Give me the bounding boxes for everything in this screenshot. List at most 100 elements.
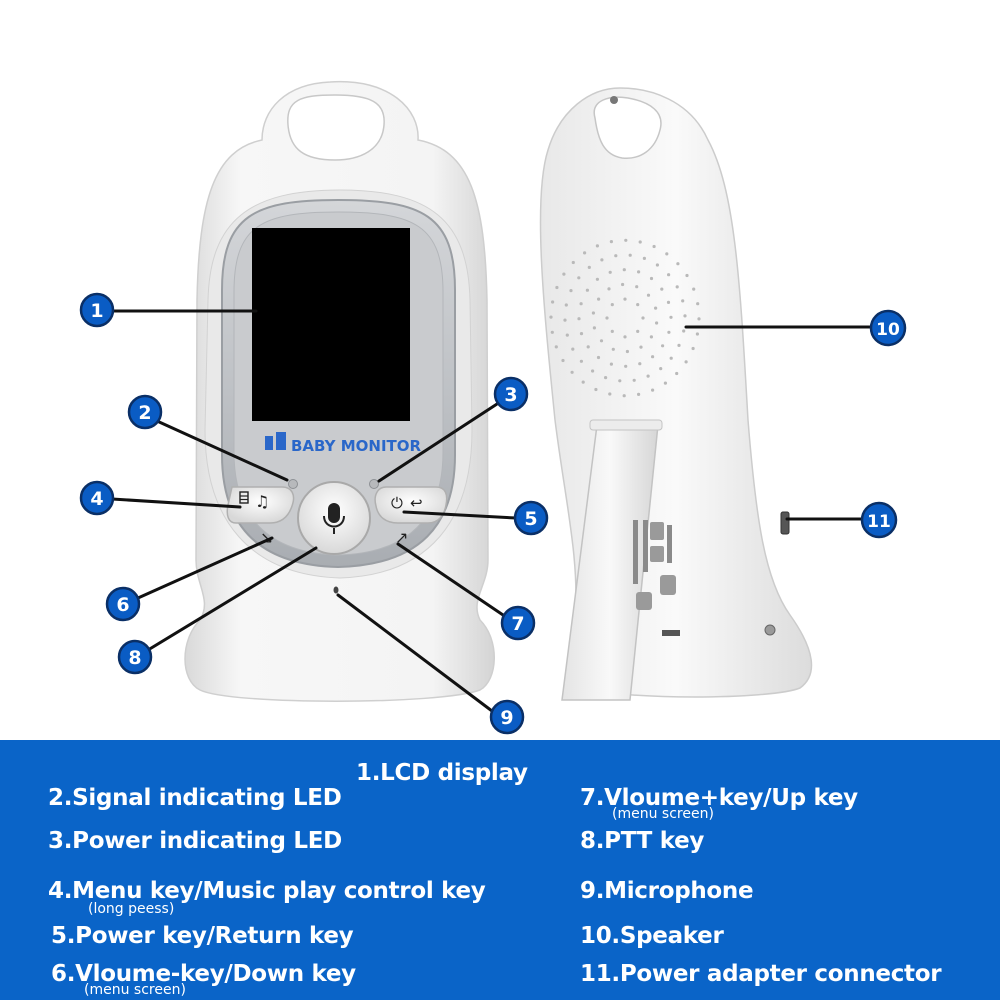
- speaker-hole: [621, 282, 625, 287]
- legend-note-menu-screen-7: (menu screen): [612, 806, 714, 822]
- speaker-hole: [610, 329, 614, 333]
- speaker-hole: [564, 303, 568, 307]
- speaker-hole: [697, 317, 701, 321]
- callout-marker-3: 3: [493, 376, 529, 412]
- front-view: BABY MONITOR ♫ ⏻ ↩ ↘ ↗: [184, 80, 495, 702]
- brand-logo: BABY MONITOR: [265, 432, 422, 455]
- leader-lines: [110, 309, 874, 713]
- hook-screw: [610, 96, 618, 104]
- legend-panel: 1.LCD display 2.Signal indicating LED 3.…: [0, 740, 1000, 1000]
- callout-marker-11-label: 11: [867, 512, 891, 532]
- speaker-hole: [624, 364, 628, 368]
- leader-line-5: [402, 510, 518, 520]
- speaker-hole: [571, 260, 575, 265]
- ce-mark: [660, 575, 676, 595]
- speaker-hole: [667, 273, 671, 277]
- callout-marker-7-badge: [500, 605, 536, 641]
- callout-marker-11-badge: [860, 501, 898, 539]
- callout-marker-1: 1: [79, 292, 115, 328]
- callout-marker-8: 8: [117, 639, 153, 675]
- return-icon: ↩: [410, 494, 423, 512]
- power-icon: ⏻: [391, 494, 403, 512]
- microphone-icon: [323, 503, 345, 534]
- speaker-hole: [661, 344, 665, 348]
- callout-marker-7: 7: [500, 605, 536, 641]
- volume-up-arrow-icon[interactable]: ↗: [395, 528, 408, 547]
- speaker-hole: [632, 378, 636, 382]
- speaker-hole: [622, 268, 626, 272]
- callout-marker-3-label: 3: [504, 384, 517, 406]
- lcd-screen: [252, 228, 410, 421]
- callout-marker-2-label: 2: [138, 402, 151, 424]
- speaker-hole: [623, 297, 627, 301]
- speaker-hole: [585, 288, 590, 292]
- speaker-hole: [642, 256, 647, 260]
- callout-marker-7-label: 7: [511, 613, 524, 635]
- speaker-hole: [607, 287, 611, 291]
- leader-line-3: [377, 402, 499, 483]
- speaker-hole: [684, 360, 688, 364]
- ce-mark-2: [636, 592, 652, 610]
- legend-item-menu-key: 4.Menu key/Music play control key: [48, 878, 486, 904]
- speaker-hole: [683, 314, 687, 318]
- speaker-hole: [591, 369, 595, 373]
- callout-marker-8-label: 8: [128, 647, 141, 669]
- speaker-hole: [667, 330, 671, 334]
- menu-list-icon-frame: [239, 491, 249, 504]
- speaker-hole: [676, 262, 680, 266]
- speaker-hole: [651, 355, 655, 359]
- speaker-grille: [549, 238, 701, 398]
- legend-item-speaker: 10.Speaker: [580, 923, 724, 949]
- speaker-hole: [562, 272, 566, 276]
- signal-led: [288, 479, 298, 489]
- legend-item-power-led: 3.Power indicating LED: [48, 828, 342, 854]
- legend-item-ptt-key: 8.PTT key: [580, 828, 705, 854]
- speaker-hole: [635, 285, 639, 289]
- leader-line-7: [396, 542, 508, 619]
- callout-marker-11: 11: [860, 501, 898, 539]
- speaker-hole: [550, 330, 554, 334]
- legend-item-power-adapter: 11.Power adapter connector: [580, 961, 942, 987]
- callout-marker-5-label: 5: [524, 508, 537, 530]
- speaker-hole: [623, 335, 627, 339]
- callout-marker-6-label: 6: [116, 594, 129, 616]
- speaker-hole: [554, 345, 558, 349]
- callout-marker-9: 9: [489, 699, 525, 735]
- speaker-hole: [609, 240, 614, 244]
- speaker-hole: [597, 297, 601, 301]
- callout-marker-5: 5: [513, 500, 549, 536]
- speaker-hole: [610, 303, 614, 307]
- speaker-hole: [625, 349, 630, 354]
- speaker-hole: [595, 277, 600, 281]
- callout-marker-4-badge: [79, 480, 115, 516]
- speaker-hole: [579, 359, 584, 363]
- speaker-hole: [569, 289, 573, 293]
- callout-marker-6: 6: [105, 586, 141, 622]
- microphone-icon-holder: [323, 515, 345, 528]
- label-plate-line-2: [643, 520, 648, 572]
- callout-marker-10-badge: [869, 309, 907, 347]
- callout-marker-1-label: 1: [90, 300, 103, 322]
- callout-marker-10: 10: [869, 309, 907, 347]
- callout-marker-3-badge: [493, 376, 529, 412]
- speaker-hole: [624, 238, 628, 242]
- speaker-hole: [581, 380, 585, 384]
- rear-screw: [764, 624, 776, 636]
- speaker-hole: [628, 253, 632, 257]
- microphone-hole: [333, 586, 339, 594]
- speaker-hole: [695, 332, 700, 336]
- speaker-hole: [577, 276, 581, 280]
- speaker-hole: [651, 388, 655, 392]
- speaker-hole: [555, 285, 559, 290]
- speaker-hole: [663, 381, 668, 385]
- speaker-hole: [587, 265, 591, 269]
- leader-line-8: [146, 546, 318, 652]
- speaker-hole: [685, 273, 689, 278]
- speaker-hole: [583, 251, 587, 255]
- speaker-hole: [677, 343, 681, 347]
- speaker-hole: [660, 287, 664, 291]
- leader-line-2: [155, 419, 289, 482]
- speaker-hole: [669, 315, 673, 319]
- fcc-mark: [650, 522, 664, 540]
- speaker-hole: [666, 300, 671, 304]
